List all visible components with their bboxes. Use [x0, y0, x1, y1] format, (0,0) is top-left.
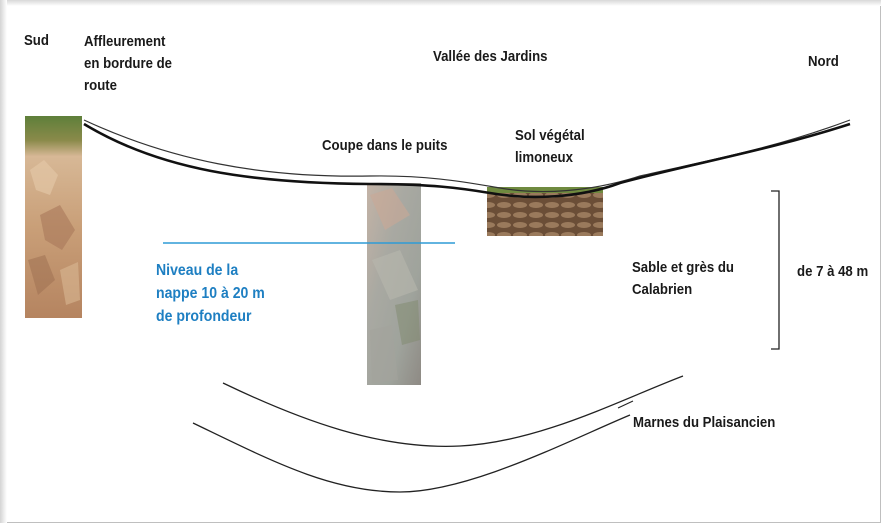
frame-shadow-top [0, 0, 881, 6]
valley-label: Vallée des Jardins [433, 48, 548, 65]
well-section-photo [367, 183, 421, 385]
north-label: Nord [808, 53, 839, 70]
thickness-bracket [771, 190, 780, 350]
marl-layer-label: Marnes du Plaisancien [633, 414, 776, 431]
marl-boundary-upper [222, 375, 684, 448]
well-section-label: Coupe dans le puits [322, 137, 448, 154]
sand-layer-label: Sable et grès du Calabrien [632, 259, 734, 298]
ground-surface-line [83, 122, 851, 199]
water-table-label: Niveau de la nappe 10 à 20 m de profonde… [156, 262, 265, 325]
marl-leader-line [617, 400, 634, 409]
outcrop-label: Affleurement en bordure de route [84, 33, 173, 94]
marl-boundary-lower [192, 414, 631, 493]
south-label: Sud [24, 32, 49, 49]
topsoil-label: Sol végétal limoneux [515, 127, 585, 166]
thickness-label: de 7 à 48 m [797, 263, 869, 280]
outcrop-photo [25, 116, 82, 318]
frame-shadow-left [0, 0, 7, 523]
